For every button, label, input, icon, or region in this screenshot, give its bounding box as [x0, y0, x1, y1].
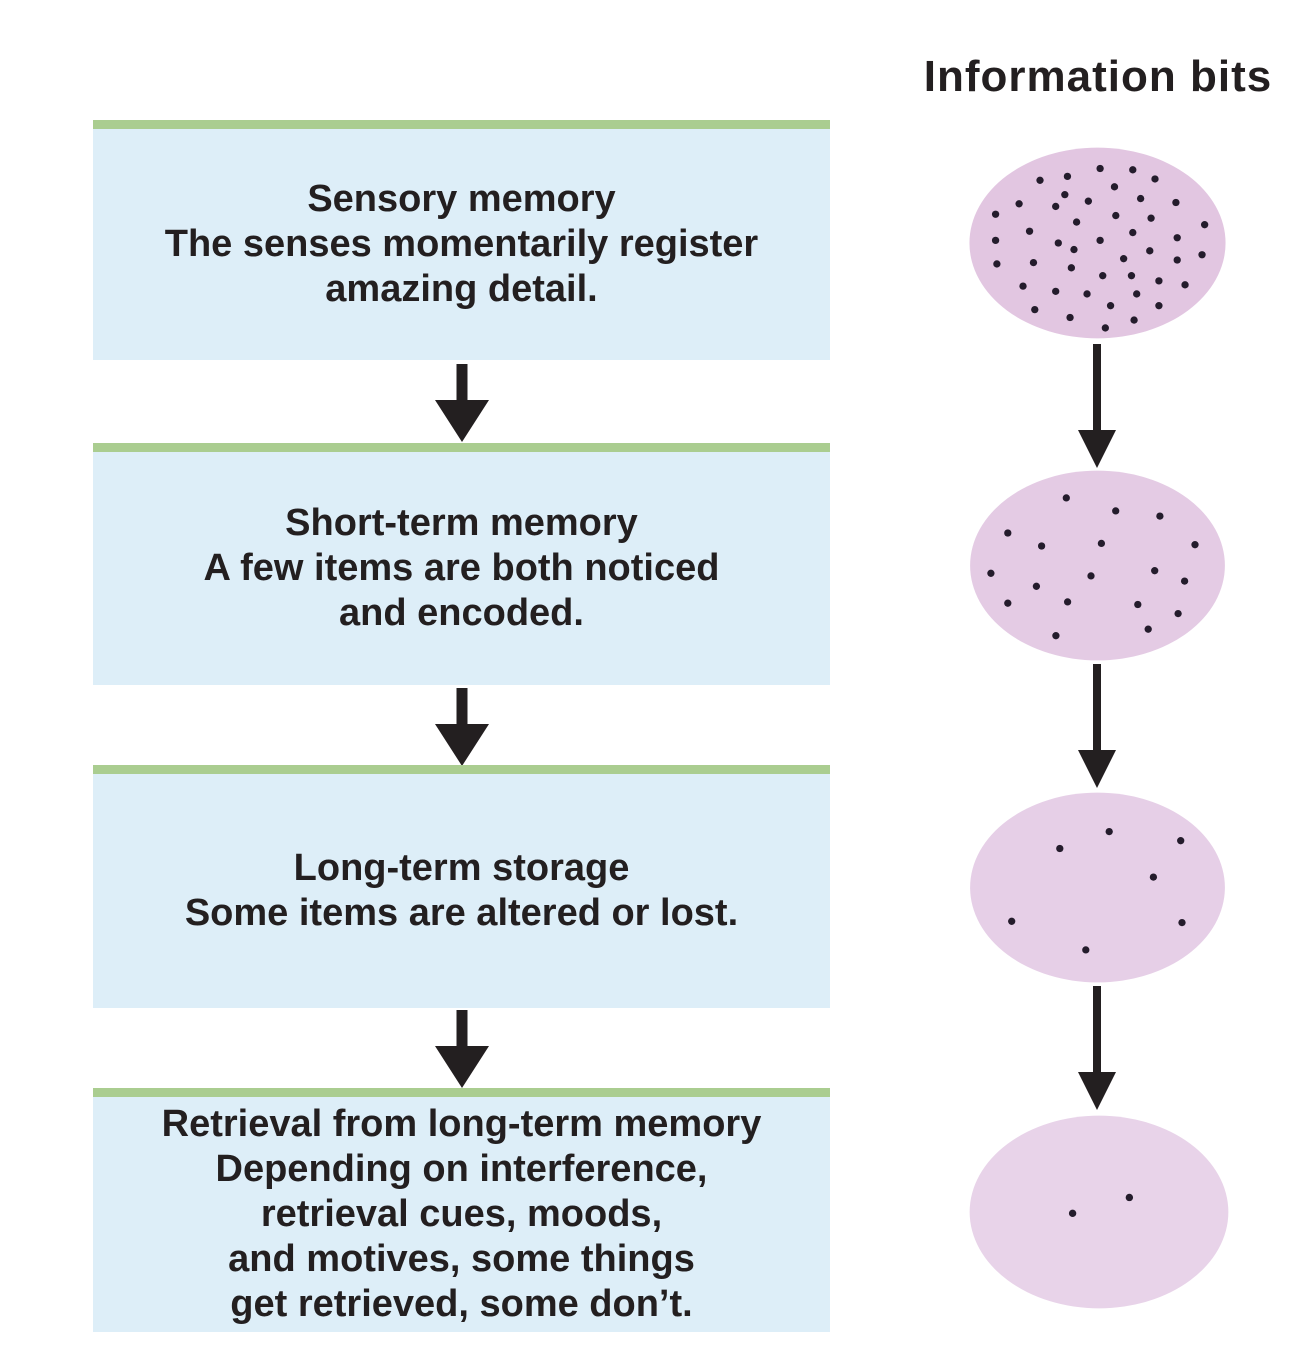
information-bit-dot — [987, 569, 995, 577]
information-bit-dot — [1054, 239, 1062, 247]
information-bit-dot — [1198, 251, 1206, 259]
down-arrow-icon — [1078, 986, 1116, 1110]
information-bit-dot — [1056, 844, 1064, 853]
information-bit-dot — [1052, 632, 1060, 640]
information-bit-dot — [1136, 194, 1145, 203]
down-arrow-icon — [435, 1010, 489, 1088]
information-bit-dot — [1008, 917, 1016, 925]
information-bit-dot — [1174, 609, 1182, 618]
information-bit-dot — [1181, 281, 1189, 289]
information-bit-dot — [1151, 567, 1159, 575]
information-bit-dot — [1004, 599, 1012, 607]
information-bit-dot — [1127, 272, 1136, 280]
information-bit-dot — [1130, 316, 1138, 324]
information-bit-dot — [1015, 200, 1023, 208]
information-bit-dot — [1101, 324, 1109, 332]
information-bit-dot — [1099, 272, 1107, 280]
information-bit-dot — [1062, 494, 1070, 502]
bits-ellipse-shape — [970, 792, 1225, 983]
information-bit-dot — [1004, 529, 1012, 537]
stage-box-sensory-memory: Sensory memory The senses momentarily re… — [93, 120, 830, 360]
information-bit-dot — [1173, 234, 1181, 242]
information-bit-dot — [1066, 313, 1074, 322]
information-bit-dot — [1072, 218, 1081, 226]
information-bit-dot — [1096, 164, 1104, 173]
information-bit-dot — [1155, 302, 1163, 310]
information-bit-dot — [1191, 541, 1199, 549]
information-bit-dot — [1063, 598, 1072, 606]
information-bit-dot — [1019, 282, 1027, 290]
retrieval-bits-ellipse — [969, 1115, 1229, 1309]
information-bit-dot — [1067, 264, 1076, 272]
down-arrow-icon — [435, 364, 489, 442]
stage-box-long-term-storage: Long-term storage Some items are altered… — [93, 765, 830, 1008]
information-bits-title: Information bits — [923, 52, 1273, 101]
stage-heading: Short-term memory — [285, 502, 638, 544]
information-bit-dot — [1149, 873, 1158, 881]
information-bit-dot — [1036, 176, 1044, 184]
information-bit-dot — [1147, 214, 1155, 222]
bits-ellipse-shape — [969, 147, 1226, 339]
stage-body: A few items are both noticed and encoded… — [203, 547, 720, 634]
stage-body: Depending on interference, retrieval cue… — [215, 1148, 708, 1325]
information-bit-dot — [1032, 582, 1041, 590]
information-bit-dot — [1083, 290, 1091, 298]
information-bit-dot — [1096, 236, 1104, 245]
information-bit-dot — [1052, 287, 1060, 296]
information-bit-dot — [1129, 228, 1137, 237]
information-bit-dot — [1052, 202, 1060, 211]
information-bit-dot — [1097, 539, 1106, 548]
information-bit-dot — [1110, 183, 1119, 191]
short-term-bits-ellipse — [970, 470, 1225, 661]
bits-ellipse-shape — [970, 470, 1225, 661]
information-bit-dot — [1129, 166, 1137, 174]
stage-box-retrieval: Retrieval from long-term memory Dependin… — [93, 1088, 830, 1332]
information-bit-dot — [1061, 190, 1069, 199]
information-bit-dot — [1155, 277, 1163, 285]
information-bit-dot — [991, 236, 1000, 245]
information-bit-dot — [1112, 211, 1120, 220]
information-bit-dot — [1200, 221, 1209, 229]
information-bit-dot — [1031, 305, 1039, 314]
information-bit-dot — [993, 260, 1001, 268]
sensory-bits-ellipse — [969, 147, 1226, 339]
information-bit-dot — [1082, 946, 1090, 954]
information-bit-dot — [1119, 255, 1128, 263]
information-bit-dot — [1172, 198, 1180, 207]
information-bit-dot — [1156, 512, 1164, 520]
information-bit-dot — [1146, 247, 1154, 255]
down-arrow-icon — [1078, 664, 1116, 788]
long-term-bits-ellipse — [970, 792, 1225, 983]
information-bit-dot — [1151, 175, 1159, 183]
stage-body: Some items are altered or lost. — [184, 892, 739, 934]
information-bit-dot — [1084, 197, 1093, 205]
bits-ellipse-shape — [969, 1115, 1229, 1309]
information-bit-dot — [1063, 172, 1072, 181]
stage-body: The senses momentarily register amazing … — [164, 223, 759, 310]
information-bit-dot — [1112, 507, 1120, 515]
information-bit-dot — [1106, 302, 1115, 310]
stage-heading: Long-term storage — [293, 847, 630, 889]
information-bit-dot — [1037, 542, 1046, 550]
information-bit-dot — [1180, 577, 1189, 585]
information-bit-dot — [1087, 572, 1095, 580]
information-bit-dot — [1070, 245, 1078, 254]
stage-heading: Sensory memory — [307, 178, 616, 220]
down-arrow-icon — [1078, 344, 1116, 468]
down-arrow-icon — [435, 688, 489, 766]
information-bit-dot — [1125, 1193, 1134, 1202]
information-bit-dot — [1029, 258, 1038, 267]
information-bit-dot — [1144, 625, 1152, 633]
stage-box-short-term-memory: Short-term memory A few items are both n… — [93, 443, 830, 685]
information-bit-dot — [1177, 837, 1185, 845]
information-bit-dot — [1173, 256, 1181, 264]
stage-heading: Retrieval from long-term memory — [161, 1103, 762, 1145]
information-bit-dot — [1105, 827, 1113, 836]
information-bit-dot — [1134, 600, 1142, 609]
information-bit-dot — [991, 210, 1000, 218]
information-bit-dot — [1133, 290, 1141, 298]
information-bit-dot — [1178, 918, 1186, 927]
information-bit-dot — [1025, 227, 1034, 235]
information-bit-dot — [1068, 1209, 1077, 1218]
